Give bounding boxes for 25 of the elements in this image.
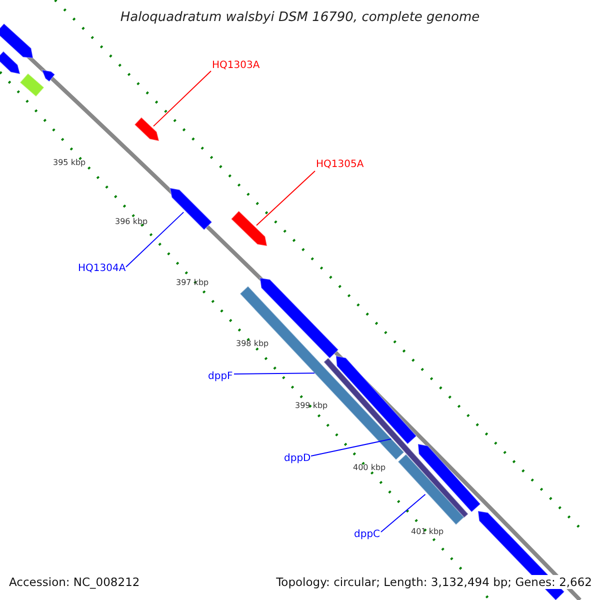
gene-label: HQ1303A (212, 60, 260, 72)
position-label: 397 kbp (176, 278, 209, 288)
title: Haloquadratum walsbyi DSM 16790, complete genome (119, 10, 481, 26)
position-label: 400 kbp (353, 463, 386, 473)
position-label: 401 kbp (411, 527, 444, 537)
gene-label: HQ1305A (316, 159, 364, 171)
position-label: 396 kbp (115, 217, 148, 227)
gene-bar (397, 454, 465, 525)
gene-label: dppC (354, 529, 380, 541)
position-label: 395 kbp (53, 158, 86, 168)
accession-text: Accession: NC_008212 (9, 575, 140, 589)
position-label: 398 kbp (236, 339, 269, 349)
gene-label: dppF (208, 371, 233, 383)
leader-line (380, 494, 426, 532)
leader-line (310, 438, 392, 456)
position-label: 399 kbp (295, 401, 328, 411)
gene-label: dppD (284, 453, 311, 465)
gene-arrow (170, 188, 212, 230)
gene-arrow (134, 117, 159, 141)
leader-line (153, 70, 212, 127)
leader-line (256, 170, 316, 226)
gene-label: HQ1304A (78, 263, 126, 275)
gene-arrow (231, 211, 267, 246)
leader-line (126, 212, 184, 268)
genome-info-text: Topology: circular; Length: 3,132,494 bp; Genes: 2,662 (276, 575, 592, 589)
